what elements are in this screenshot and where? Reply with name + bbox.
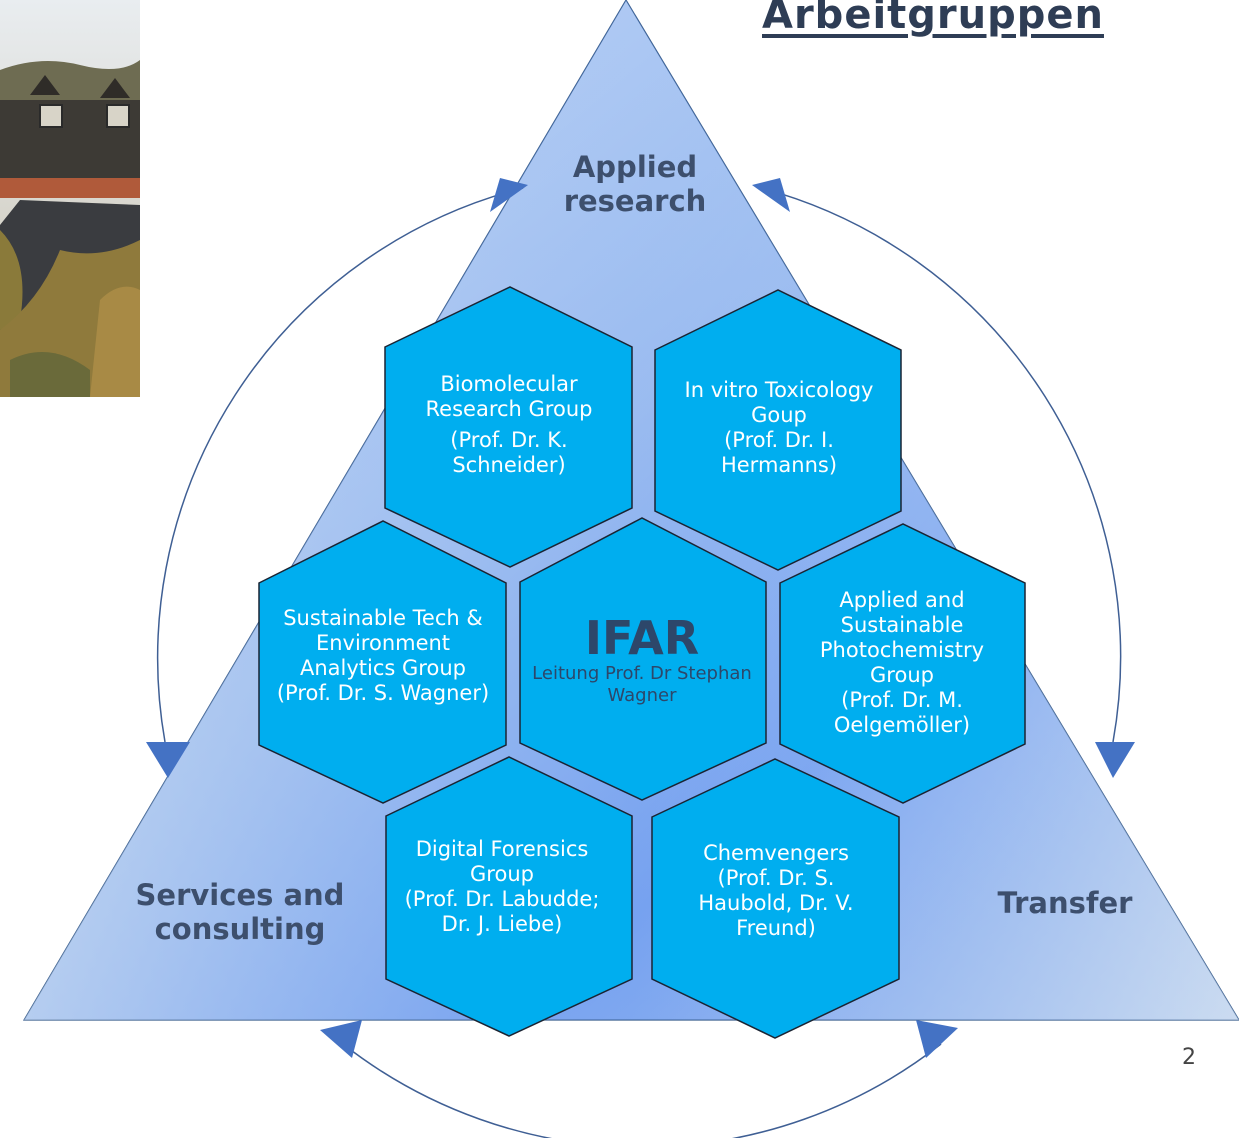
label-transfer: Transfer <box>997 886 1133 920</box>
group-toxicology: In vitro Toxicology Goup (Prof. Dr. I. H… <box>679 378 879 478</box>
label-applied-research: Applied research <box>563 150 707 218</box>
group-name: Sustainable Tech & Environment Analytics… <box>283 606 483 680</box>
hexagon-toxicology <box>654 289 902 571</box>
label-services-consulting: Services and consulting <box>135 878 345 946</box>
group-biomolecular: Biomolecular Research Group (Prof. Dr. K… <box>404 372 614 478</box>
group-name: Digital Forensics Group <box>415 837 589 886</box>
hexagon-photochemistry <box>779 523 1026 804</box>
center-subtitle: Leitung Prof. Dr Stephan Wagner <box>532 663 752 706</box>
group-affiliation: (Prof. Dr. S. Haubold, Dr. V. Freund) <box>698 866 854 940</box>
group-photochemistry: Applied and Sustainable Photochemistry G… <box>797 588 1007 738</box>
arrow-head-icon <box>752 178 790 212</box>
building-photo <box>0 0 140 397</box>
hexagon-digital-forensics <box>385 756 633 1037</box>
group-affiliation: (Prof. Dr. K. Schneider) <box>450 428 568 477</box>
arrow-head-icon <box>1095 742 1135 778</box>
group-sustainable-tech: Sustainable Tech & Environment Analytics… <box>273 606 493 706</box>
group-digital-forensics: Digital Forensics Group (Prof. Dr. Labud… <box>397 837 607 937</box>
group-name: In vitro Toxicology Goup <box>684 378 874 427</box>
hexagon-chemvengers <box>651 758 900 1039</box>
arc-bottom <box>342 1043 942 1138</box>
hexagon-sustainable-tech <box>258 520 507 804</box>
ifar-center-text: IFAR Leitung Prof. Dr Stephan Wagner <box>522 613 762 707</box>
group-name: Chemvengers <box>703 841 849 865</box>
hexagon-biomolecular <box>384 286 633 568</box>
slide-title: Arbeitgruppen <box>762 0 1104 38</box>
group-affiliation: (Prof. Dr. M. Oelgemöller) <box>833 688 971 737</box>
group-name: Biomolecular Research Group <box>425 372 593 421</box>
group-name: Applied and Sustainable Photochemistry G… <box>819 588 985 687</box>
group-affiliation: (Prof. Dr. I. Hermanns) <box>720 428 838 477</box>
page-number: 2 <box>1182 1045 1196 1070</box>
group-affiliation: (Prof. Dr. Labudde; Dr. J. Liebe) <box>404 887 600 936</box>
arrow-head-icon <box>916 1020 958 1058</box>
arc-top-right <box>760 187 1122 743</box>
center-title: IFAR <box>584 611 700 665</box>
group-chemvengers: Chemvengers (Prof. Dr. S. Haubold, Dr. V… <box>671 841 881 941</box>
arrow-head-icon <box>320 1020 362 1058</box>
hexagon-ifar-center <box>519 517 767 801</box>
arc-top-left <box>156 187 524 743</box>
arrow-head-icon <box>490 178 528 212</box>
arrow-head-icon <box>146 742 190 778</box>
group-affiliation: (Prof. Dr. S. Wagner) <box>276 681 490 705</box>
